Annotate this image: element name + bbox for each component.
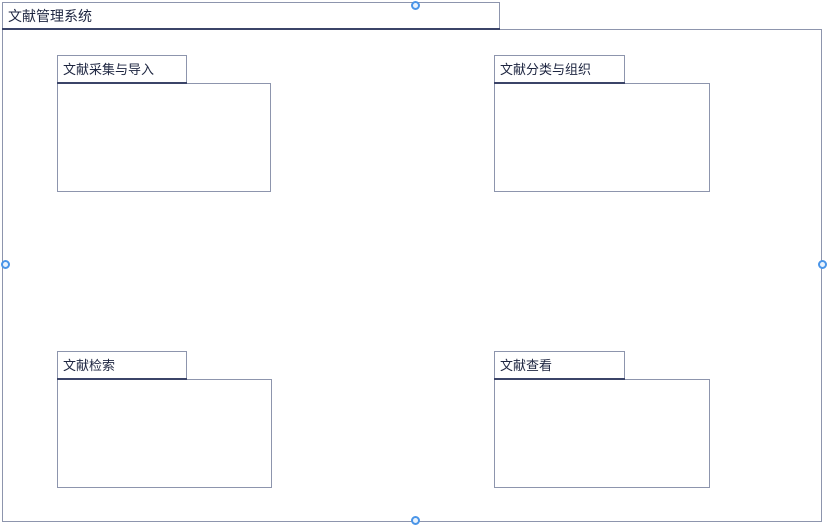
package-search-tab-seam [57,378,187,380]
package-classification-label: 文献分类与组织 [500,62,592,77]
package-acquisition-body[interactable] [57,83,271,192]
package-classification-tab-seam [494,82,625,84]
package-view-tab[interactable]: 文献查看 [494,351,625,379]
package-acquisition-tab-seam [57,82,187,84]
package-acquisition-tab[interactable]: 文献采集与导入 [57,55,187,83]
package-outer-tab-seam [2,28,500,30]
package-view-body[interactable] [494,379,710,488]
package-outer-tab[interactable]: 文献管理系统 [2,2,500,29]
package-search-tab[interactable]: 文献检索 [57,351,187,379]
selection-handle-top[interactable] [411,1,420,10]
selection-handle-bottom[interactable] [411,516,420,525]
package-outer-label: 文献管理系统 [8,8,92,24]
selection-handle-right[interactable] [818,260,827,269]
package-classification-body[interactable] [494,83,710,192]
selection-handle-left[interactable] [1,260,10,269]
package-search-label: 文献检索 [63,358,116,373]
package-view-label: 文献查看 [500,358,553,373]
package-search-body[interactable] [57,379,272,488]
package-view-tab-seam [494,378,625,380]
package-classification-tab[interactable]: 文献分类与组织 [494,55,625,83]
package-acquisition-label: 文献采集与导入 [63,62,155,77]
